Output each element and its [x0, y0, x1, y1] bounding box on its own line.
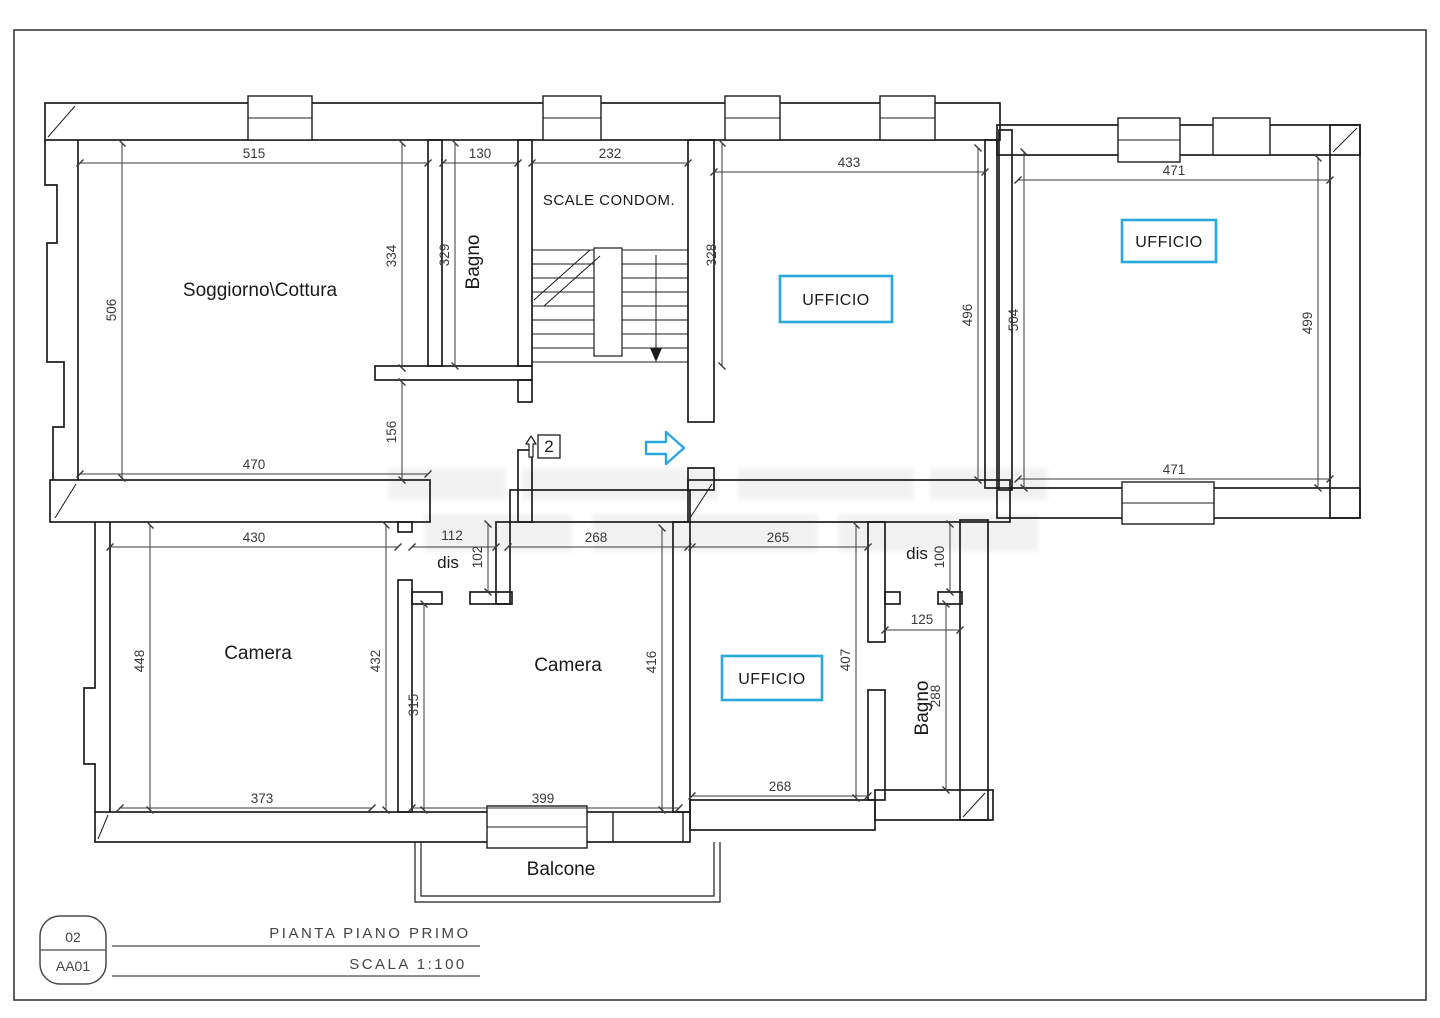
stair-newel [593, 247, 623, 357]
balcony-outline [414, 842, 721, 903]
window-soggiorno-icon [247, 95, 313, 141]
dim-camera-center-bottom: 399 [532, 791, 555, 806]
stair-break-line [543, 255, 601, 307]
dim-scale-width: 232 [599, 146, 622, 161]
dim-bagno-bottom-height: 288 [928, 685, 943, 708]
dim-dis-left-width: 112 [441, 528, 463, 543]
sheet-border [13, 29, 1427, 1001]
up-arrow-icon [525, 435, 537, 458]
dim-passage-height: 156 [384, 421, 399, 444]
roof-hatch-icon [1212, 117, 1271, 156]
drawing-title: PIANTA PIANO PRIMO [269, 925, 470, 942]
drawing-scale: SCALA 1:100 [349, 956, 467, 973]
staircase [532, 247, 688, 363]
room-label-balcone: Balcone [527, 859, 596, 880]
title-block: 02 AA01 PIANTA PIANO PRIMO SCALA 1:100 [39, 915, 480, 985]
dim-camera-center-left: 315 [406, 694, 421, 717]
room-label-soggiorno: Soggiorno\Cottura [183, 280, 338, 301]
window-ufficio-center-2-icon [879, 95, 936, 141]
dim-ufficio-bottom-bottom: 268 [769, 779, 792, 794]
dim-ufficio-right-left: 504 [1006, 308, 1021, 331]
dim-dis-right-height: 100 [932, 546, 947, 569]
room-label-scale-condominiali: SCALE CONDOM. [543, 192, 675, 209]
dim-soggiorno-right: 334 [384, 244, 399, 267]
room-label-bagno-top: Bagno [463, 235, 484, 290]
room-label-dis-left: dis [437, 553, 459, 572]
room-label-dis-right: dis [906, 544, 928, 563]
dim-camera-left-right: 432 [368, 650, 383, 673]
dim-bagno-bottom-width: 125 [911, 612, 934, 627]
ufficio-right-box [1120, 218, 1218, 264]
dim-camera-left-left: 448 [132, 650, 147, 673]
stair-direction-arrow-icon [650, 348, 662, 362]
door-balcone-icon [612, 812, 684, 842]
window-balcone-icon [486, 805, 588, 849]
watermark [388, 468, 1048, 552]
dim-scale-height: 328 [704, 244, 719, 267]
interior-walls [374, 129, 1013, 813]
stair-break-line [533, 249, 591, 301]
sheet-number: 02 [65, 929, 81, 945]
dimension-texts: 515 130 232 433 471 470 471 430 112 268 … [104, 146, 1315, 806]
dim-ufficio-center-right: 496 [960, 304, 975, 327]
ufficio-highlight-labels: UFFICIO UFFICIO UFFICIO [720, 218, 1218, 702]
dim-ufficio-right-top: 471 [1163, 163, 1186, 178]
wall-junction-hatches [47, 105, 1358, 840]
dim-bagno-top-height: 329 [437, 244, 452, 267]
dim-camera-center-top: 268 [585, 530, 608, 545]
room-label-ufficio-bottom: UFFICIO [738, 671, 806, 688]
dim-ufficio-center-top: 433 [838, 155, 861, 170]
stair-flight-number: 2 [544, 437, 553, 456]
dim-ufficio-right-bottom: 471 [1163, 462, 1186, 477]
dim-ufficio-right-right: 499 [1300, 312, 1315, 335]
ufficio-center-box [778, 274, 894, 324]
room-labels: Soggiorno\Cottura Bagno SCALE CONDOM. Ca… [183, 192, 933, 880]
dim-dis-left-height: 102 [470, 546, 485, 569]
ufficio-bottom-box [720, 654, 824, 702]
windows [247, 95, 1271, 849]
sheet-code: AA01 [56, 958, 90, 974]
room-label-ufficio-right: UFFICIO [1135, 234, 1203, 251]
dim-camera-left-top: 430 [243, 530, 266, 545]
room-label-bagno-bottom: Bagno [912, 681, 933, 736]
window-ufficio-right-top-icon [1117, 117, 1181, 163]
dim-camera-left-bottom: 373 [251, 791, 274, 806]
room-label-ufficio-center: UFFICIO [802, 292, 870, 309]
dim-soggiorno-left: 506 [104, 299, 119, 322]
dimension-lines [76, 139, 1334, 814]
dim-camera-center-right: 416 [644, 651, 659, 674]
window-ufficio-right-bottom-icon [1121, 481, 1215, 525]
stair-flight-marker: 2 [525, 434, 561, 459]
window-scale-icon [542, 95, 602, 141]
dim-soggiorno-top: 515 [243, 146, 266, 161]
entrance-arrow-icon [644, 430, 686, 466]
dim-ufficio-bottom-right: 407 [838, 649, 853, 672]
room-label-camera-left: Camera [224, 643, 292, 664]
dim-bagno-top-width: 130 [469, 146, 492, 161]
dim-ufficio-bottom-top: 265 [767, 530, 790, 545]
dim-soggiorno-bottom: 470 [243, 457, 266, 472]
room-label-camera-center: Camera [534, 655, 602, 676]
window-ufficio-center-1-icon [724, 95, 781, 141]
